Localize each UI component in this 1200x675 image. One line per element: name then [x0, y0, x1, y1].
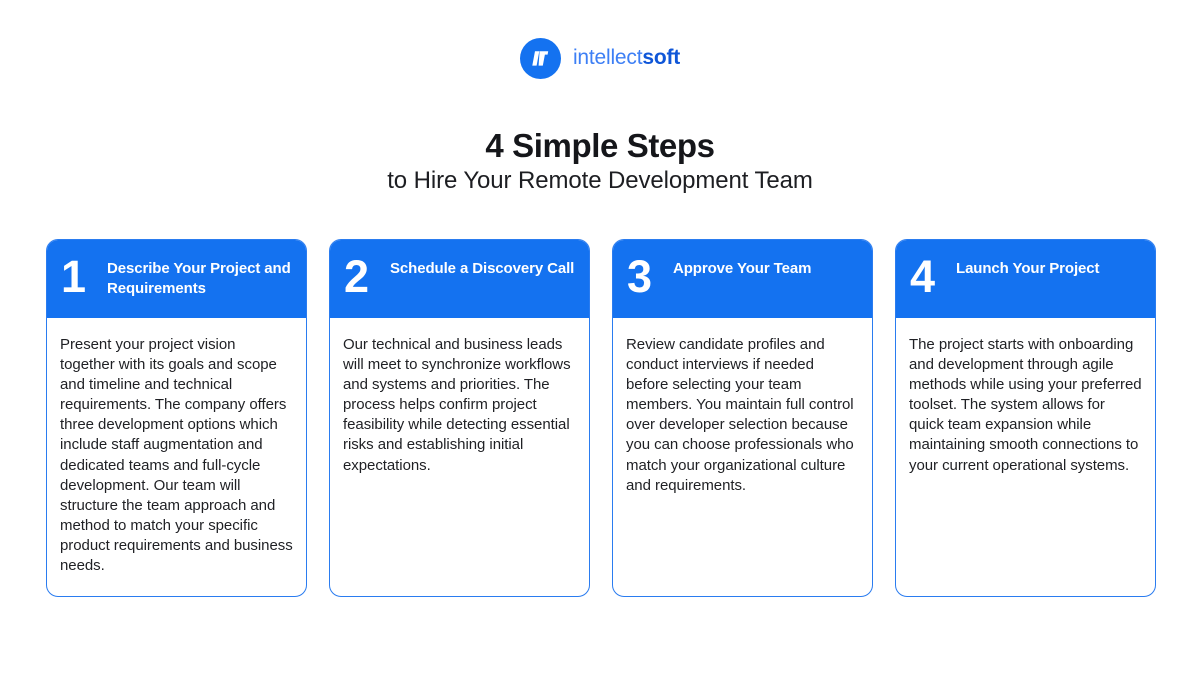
step-card-header: 4 Launch Your Project	[896, 240, 1155, 318]
step-description: The project starts with onboarding and d…	[909, 336, 1142, 474]
step-card-4: 4 Launch Your Project The project starts…	[895, 239, 1156, 598]
step-card-body: The project starts with onboarding and d…	[896, 318, 1155, 596]
step-description: Our technical and business leads will me…	[343, 336, 571, 474]
brand-wordmark: intellectsoft	[573, 47, 680, 70]
step-card-header: 2 Schedule a Discovery Call	[330, 240, 589, 318]
step-description: Review candidate profiles and conduct in…	[626, 336, 854, 494]
brand-word-bold: soft	[642, 46, 681, 69]
step-card-body: Review candidate profiles and conduct in…	[613, 318, 872, 596]
page-subtitle: to Hire Your Remote Development Team	[387, 167, 813, 194]
step-card-2: 2 Schedule a Discovery Call Our technica…	[329, 239, 590, 598]
brand-word-light: intellect	[572, 46, 643, 69]
step-description: Present your project vision together wit…	[60, 336, 293, 575]
step-card-header: 1 Describe Your Project and Requirements	[47, 240, 306, 318]
step-card-body: Present your project vision together wit…	[47, 318, 306, 596]
step-heading: Schedule a Discovery Call	[390, 260, 575, 277]
intellectsoft-logo-icon	[519, 38, 561, 79]
step-heading: Describe Your Project and Requirements	[107, 260, 291, 298]
step-card-3: 3 Approve Your Team Review candidate pro…	[612, 239, 873, 598]
step-number: 4	[910, 251, 935, 302]
steps-list: 1 Describe Your Project and Requirements…	[46, 239, 1156, 598]
step-heading: Approve Your Team	[673, 260, 812, 277]
step-number: 2	[344, 251, 369, 302]
step-card-header: 3 Approve Your Team	[613, 240, 872, 318]
step-card-1: 1 Describe Your Project and Requirements…	[46, 239, 307, 598]
step-heading: Launch Your Project	[956, 260, 1100, 277]
step-card-body: Our technical and business leads will me…	[330, 318, 589, 596]
page-title: 4 Simple Steps	[485, 127, 715, 164]
step-number: 3	[627, 251, 652, 302]
step-number: 1	[61, 251, 86, 302]
brand-logo: intellectsoft	[0, 38, 1200, 79]
